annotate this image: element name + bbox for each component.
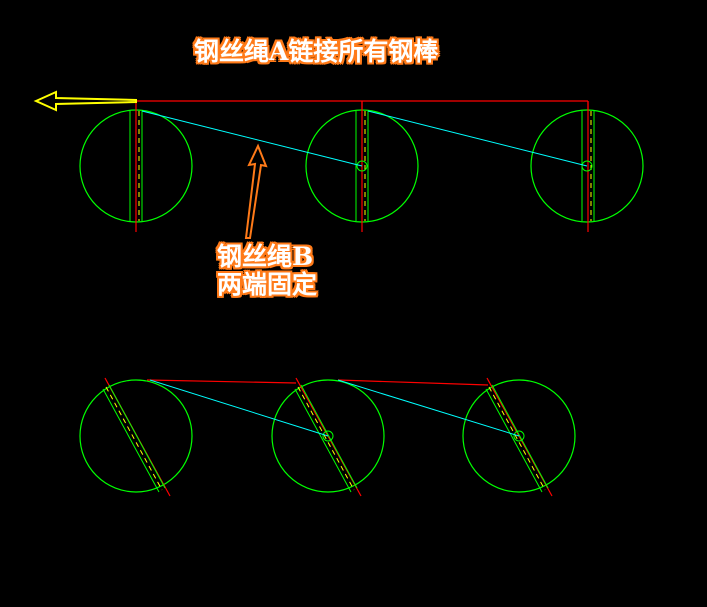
drum-circle	[271, 379, 385, 493]
top-row	[79, 100, 644, 232]
rod-top-3	[530, 101, 644, 232]
rod-bottom-1	[79, 377, 193, 497]
rope-b-caption-line1: 钢丝绳B	[217, 242, 314, 271]
rope-a-link	[146, 379, 297, 384]
drum-circle	[530, 109, 644, 223]
callout-arrow	[244, 143, 268, 239]
rod-top-2	[305, 101, 419, 232]
diagram-title: 钢丝绳A链接所有钢棒	[194, 37, 439, 66]
pull-arrow	[33, 90, 137, 112]
rope-b-segment	[367, 110, 588, 167]
drum-circle	[462, 379, 576, 493]
rope-a-link	[337, 379, 489, 386]
bottom-row	[79, 377, 576, 497]
rod-top-1	[79, 101, 193, 232]
rope-b-caption: 钢丝绳B 两端固定	[217, 243, 317, 299]
drum-circle	[79, 379, 193, 493]
rod-bottom-3	[462, 377, 576, 497]
rod-bottom-2	[271, 377, 385, 497]
rope-b-segment	[149, 379, 329, 437]
rope-b-caption-line2: 两端固定	[217, 270, 318, 299]
rope-b-segment	[337, 379, 520, 437]
rope-b-segment	[141, 110, 363, 167]
